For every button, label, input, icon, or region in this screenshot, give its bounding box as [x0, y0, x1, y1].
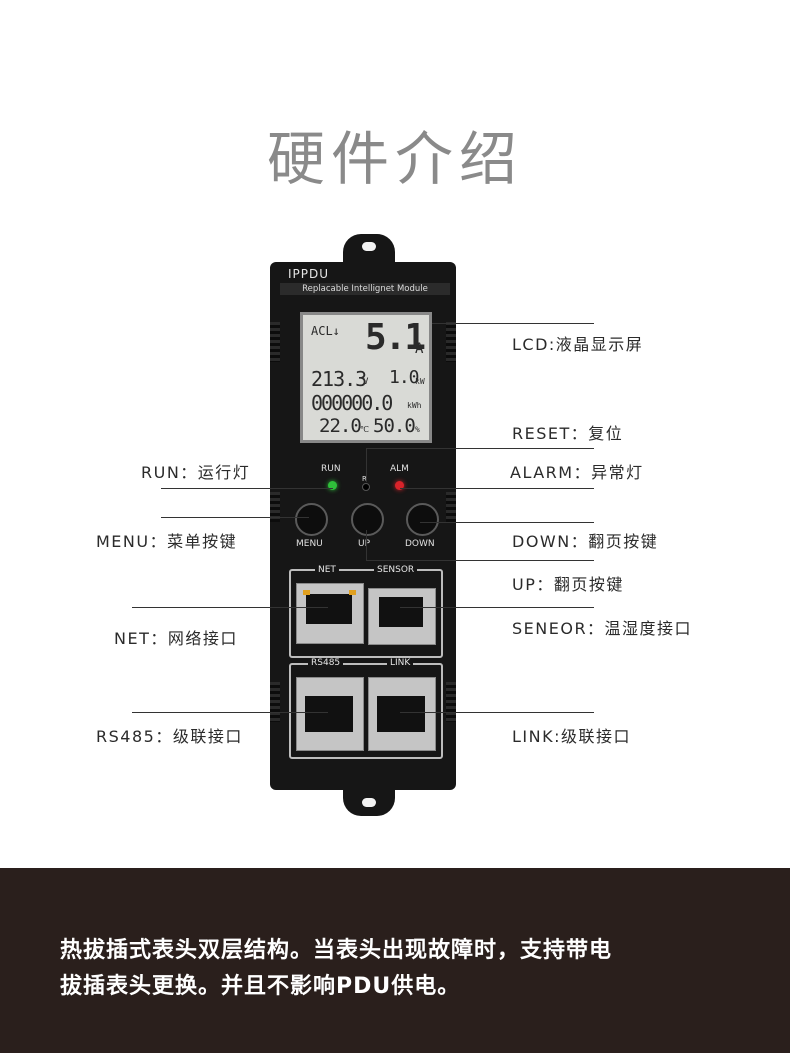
link-callout-line: [400, 712, 594, 713]
lcd-current: 5.1: [365, 317, 426, 358]
sensor-port-title: SENSOR: [374, 565, 418, 575]
side-rib: [446, 322, 456, 362]
side-rib: [446, 492, 456, 522]
rs485-callout-line: [132, 712, 328, 713]
sensor-callout-line: [400, 607, 594, 608]
up-button[interactable]: [351, 503, 384, 536]
side-rib: [270, 322, 280, 362]
link-jack: [377, 696, 425, 732]
lcd-voltage: 213.3: [311, 367, 367, 391]
mounting-hole: [362, 242, 376, 251]
lcd-power-unit: kW: [415, 377, 425, 386]
down-callout-line: [420, 522, 594, 523]
run-callout-line: [161, 488, 333, 489]
lcd-humidity-unit: %: [415, 425, 420, 434]
run-led: [328, 481, 337, 490]
run-callout: RUN：运行灯: [141, 463, 251, 482]
lcd-callout: LCD:液晶显示屏: [512, 335, 644, 354]
net-link-led: [303, 590, 310, 595]
run-led-label: RUN: [321, 464, 341, 474]
lcd-voltage-unit: V: [363, 377, 369, 387]
side-rib: [270, 492, 280, 522]
rs485-port-title: RS485: [308, 658, 344, 668]
lcd-screen: ACL↓ 5.1 A 213.3 V 1.0 kW 000000.0 kWh 2…: [300, 312, 432, 443]
footer-text-line1: 热拔插式表头双层结构。当表头出现故障时，支持带电: [60, 938, 613, 963]
lcd-temperature-unit: ℃: [360, 425, 369, 434]
side-rib: [270, 682, 280, 722]
lcd-callout-line: [432, 323, 594, 324]
alarm-callout-line: [400, 488, 594, 489]
alm-led: [395, 481, 404, 490]
net-sensor-port-frame: [289, 569, 443, 658]
up-callout-line-vertical: [366, 530, 367, 560]
menu-button-label: MENU: [296, 539, 323, 549]
net-activity-led: [349, 590, 356, 595]
down-button[interactable]: [406, 503, 439, 536]
module-subtitle: Replacable Intellignet Module: [280, 283, 450, 295]
sensor-port[interactable]: [368, 588, 436, 645]
seneor-callout: SENEOR：温湿度接口: [512, 619, 693, 638]
net-port-title: NET: [315, 565, 339, 575]
reset-pinhole[interactable]: [362, 483, 370, 491]
sensor-jack: [379, 597, 423, 627]
side-rib: [446, 682, 456, 722]
menu-button[interactable]: [295, 503, 328, 536]
lcd-current-unit: A: [415, 341, 424, 357]
up-callout-line: [366, 560, 594, 561]
net-port[interactable]: [296, 583, 364, 644]
footer-text-line2: 拔插表头更换。并且不影响PDU供电。: [60, 974, 461, 999]
reset-callout: RESET：复位: [512, 424, 624, 443]
alm-led-label: ALM: [390, 464, 409, 474]
rs485-link-port-frame: [289, 663, 443, 759]
net-callout-line: [132, 607, 328, 608]
reset-mark: R: [362, 475, 367, 483]
menu-callout-line: [161, 517, 309, 518]
brand-label: IPPDU: [288, 267, 330, 281]
link-port-title: LINK: [387, 658, 414, 668]
lcd-power: 1.0: [389, 367, 419, 388]
net-callout: NET：网络接口: [114, 629, 238, 648]
down-button-label: DOWN: [405, 539, 435, 549]
link-port[interactable]: [368, 677, 436, 751]
lcd-phase: ACL↓: [311, 324, 340, 338]
lcd-humidity: 50.0: [373, 415, 416, 437]
lcd-temperature: 22.0: [319, 415, 362, 437]
net-jack: [306, 594, 352, 624]
up-button-label: UP: [358, 539, 371, 549]
page-title: 硬件介绍: [266, 125, 523, 193]
down-callout: DOWN：翻页按键: [512, 532, 659, 551]
lcd-energy: 000000.0: [311, 391, 393, 415]
reset-callout-line: [366, 448, 594, 449]
rs485-callout: RS485：级联接口: [96, 727, 243, 746]
mounting-hole: [362, 798, 376, 807]
reset-callout-line-vertical: [366, 448, 367, 482]
up-callout: UP：翻页按键: [512, 575, 624, 594]
rs485-jack: [305, 696, 353, 732]
rs485-port[interactable]: [296, 677, 364, 751]
menu-callout: MENU：菜单按键: [96, 532, 238, 551]
link-callout: LINK:级联接口: [512, 727, 631, 746]
lcd-energy-unit: kWh: [407, 401, 422, 410]
alarm-callout: ALARM：异常灯: [510, 463, 644, 482]
footer-banner: 热拔插式表头双层结构。当表头出现故障时，支持带电 拔插表头更换。并且不影响PDU…: [0, 868, 790, 1053]
